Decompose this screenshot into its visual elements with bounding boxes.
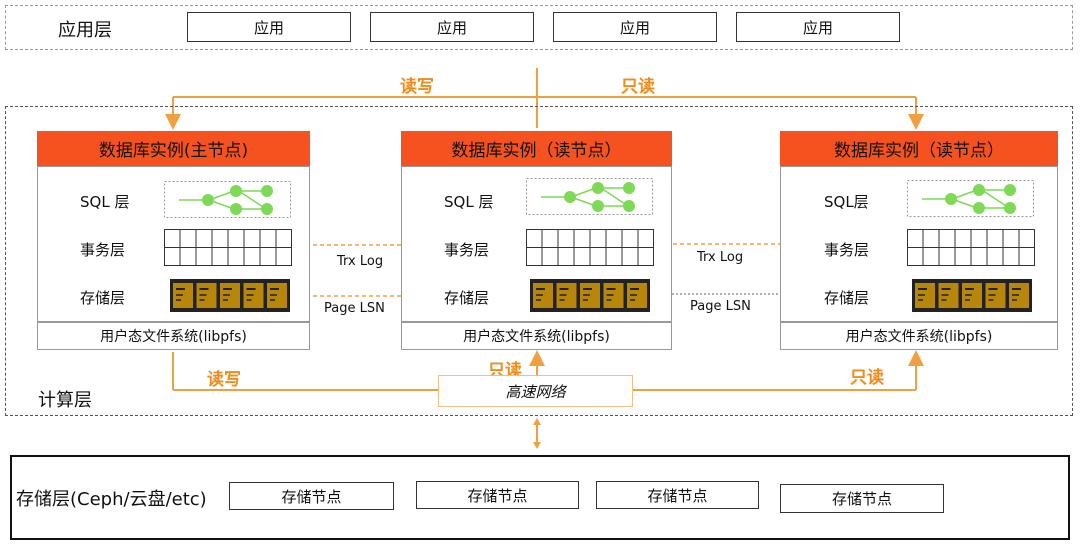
- sql-node-2: [592, 182, 604, 194]
- sql-node-5: [261, 203, 273, 215]
- storage-layer: [10, 455, 1070, 540]
- read-write-label-bottom: 读写: [207, 370, 241, 390]
- instance-1-storage-label: 存储层: [80, 289, 126, 307]
- instance-2-txn-label: 事务层: [444, 241, 490, 259]
- compute-layer: [5, 106, 1073, 416]
- app-box-2: 应用: [370, 12, 534, 42]
- sql-node-1: [945, 193, 957, 205]
- instance-3-sql-graph: [907, 180, 1034, 217]
- instance-2-sql-graph: [526, 178, 653, 215]
- instance-3-title: 数据库实例（读节点）: [780, 131, 1058, 166]
- sql-node-3: [230, 203, 242, 215]
- trx-log-label-2: Trx Log: [697, 250, 744, 265]
- instance-1-fs: 用户态文件系统(libpfs): [37, 322, 310, 350]
- compute-layer-label: 计算层: [38, 390, 92, 411]
- instance-1-txn-label: 事务层: [80, 241, 126, 259]
- sql-node-5: [623, 200, 635, 212]
- instance-3-txn-grid: [907, 229, 1035, 266]
- sql-node-5: [1004, 202, 1016, 214]
- sql-node-1: [202, 194, 214, 206]
- instance-2-storage-label: 存储层: [444, 289, 490, 307]
- sql-node-4: [1004, 184, 1016, 196]
- instance-3-sql-label: SQL层: [824, 193, 869, 211]
- storage-node-3: 存储节点: [596, 481, 759, 509]
- instance-3-txn-label: 事务层: [824, 241, 870, 259]
- instance-3-storage-label: 存储层: [824, 289, 870, 307]
- sql-node-2: [230, 185, 242, 197]
- application-layer-label: 应用层: [58, 20, 112, 41]
- application-layer: [5, 5, 1073, 50]
- storage-node-2: 存储节点: [416, 481, 579, 509]
- storage-layer-label: 存储层(Ceph/云盘/etc): [16, 489, 207, 510]
- instance-3-fs: 用户态文件系统(libpfs): [780, 322, 1058, 350]
- instance-1-title: 数据库实例(主节点): [37, 131, 310, 166]
- trx-log-label-1: Trx Log: [337, 254, 384, 269]
- app-box-3: 应用: [553, 12, 717, 42]
- instance-2-storage-pages: [530, 279, 650, 312]
- sql-node-4: [623, 182, 635, 194]
- instance-2-txn-grid: [526, 229, 654, 266]
- storage-node-1: 存储节点: [229, 482, 394, 510]
- sql-node-3: [592, 200, 604, 212]
- sql-node-1: [564, 191, 576, 203]
- instance-2-sql-label: SQL 层: [444, 193, 494, 211]
- read-write-label-top: 读写: [400, 77, 434, 97]
- instance-1-txn-grid: [164, 229, 292, 266]
- sql-node-3: [973, 202, 985, 214]
- instance-2-title: 数据库实例（读节点）: [401, 131, 672, 166]
- instance-1-storage-pages: [170, 279, 290, 312]
- page-lsn-label-1: Page LSN: [324, 301, 385, 316]
- high-speed-network: 高速网络: [438, 375, 633, 407]
- sql-node-4: [261, 185, 273, 197]
- instance-1-sql-graph: [164, 181, 291, 218]
- instance-2-fs: 用户态文件系统(libpfs): [401, 322, 672, 350]
- sql-node-2: [973, 184, 985, 196]
- read-only-label-top: 只读: [621, 77, 655, 97]
- instance-1-sql-label: SQL 层: [80, 193, 130, 211]
- app-box-1: 应用: [187, 12, 351, 42]
- read-only-label-right: 只读: [850, 368, 884, 388]
- app-box-4: 应用: [736, 12, 900, 42]
- instance-3-storage-pages: [912, 279, 1032, 312]
- storage-node-4: 存储节点: [780, 484, 944, 513]
- page-lsn-label-2: Page LSN: [690, 299, 751, 314]
